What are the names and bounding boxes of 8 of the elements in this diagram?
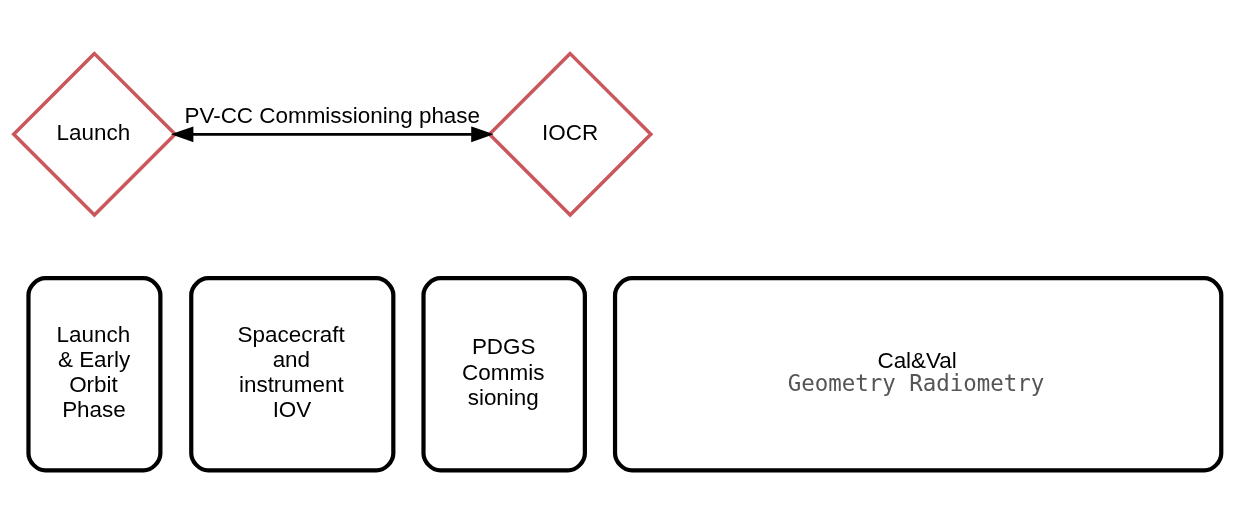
node-box: Spacecraft and instrument IOV <box>189 276 396 473</box>
node-diamond: IOCR <box>486 51 654 218</box>
edge-label: PV-CC Commissioning phase <box>184 102 481 128</box>
node-diamond: Launch <box>11 51 178 218</box>
arrow <box>170 126 494 143</box>
node-box: Cal&Val Geometry Radiometry <box>612 276 1224 473</box>
node-box: Launch & Early Orbit Phase <box>26 276 163 473</box>
node-box: PDGS Commis sioning <box>421 276 587 473</box>
